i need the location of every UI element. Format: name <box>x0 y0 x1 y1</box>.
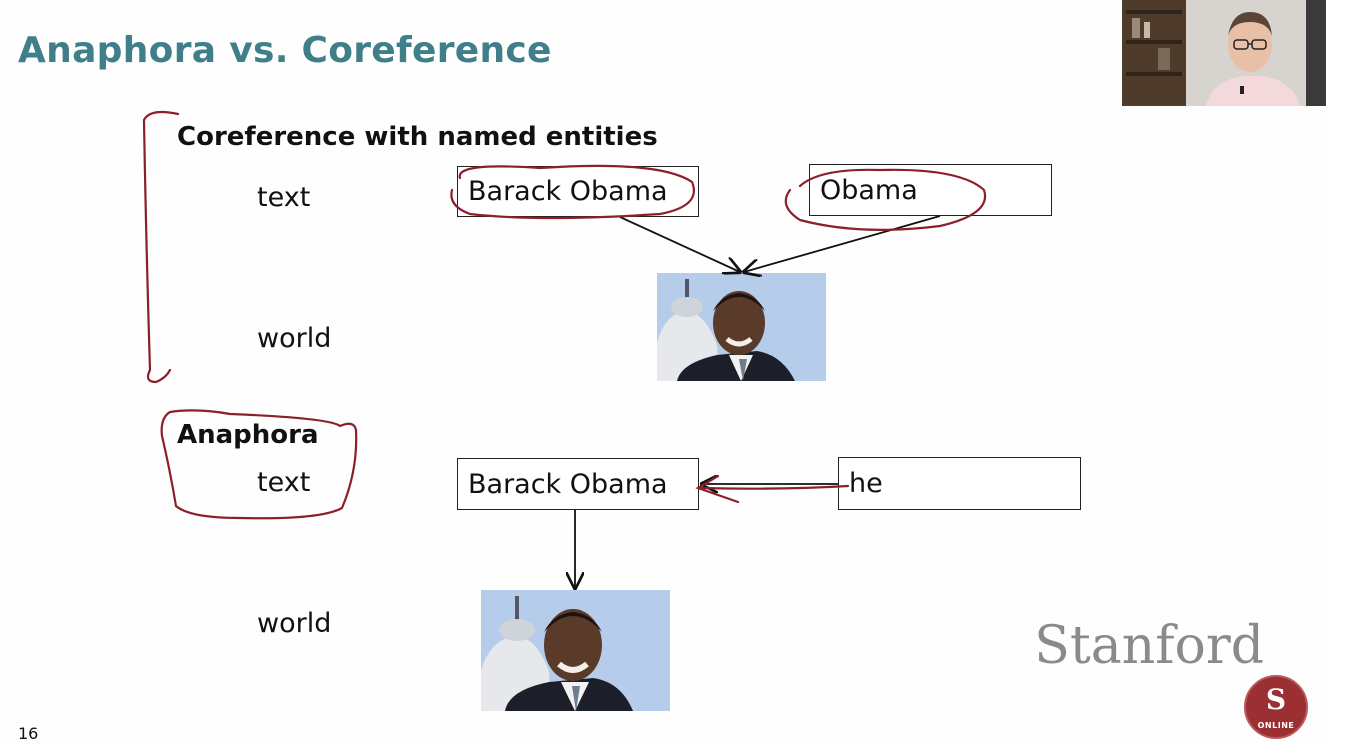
annotation-box-anaphora <box>160 409 358 520</box>
antecedent-text: Barack Obama <box>468 468 668 500</box>
mention-barack-obama-box: Barack Obama <box>457 166 699 217</box>
annotation-arrow-anaphora <box>695 474 850 504</box>
mention-obama-text: Obama <box>820 174 918 206</box>
coreference-heading: Coreference with named entities <box>177 122 658 152</box>
coreference-arrow-left <box>619 216 740 272</box>
seal-letter: S <box>1265 683 1287 716</box>
anaphora-text-label: text <box>257 467 311 498</box>
slide-number: 16 <box>18 724 39 743</box>
coreference-text-label: text <box>257 182 311 213</box>
coreference-world-label: world <box>257 323 332 354</box>
anaphora-heading: Anaphora <box>177 420 319 450</box>
seal-text: ONLINE <box>1257 721 1295 730</box>
anaphora-photo <box>481 590 670 711</box>
annotation-circle-barack-obama <box>450 164 695 220</box>
antecedent-barack-obama-box: Barack Obama <box>457 458 699 510</box>
obama-photo-icon <box>481 590 670 711</box>
anaphora-world-label: world <box>257 608 332 639</box>
mention-barack-obama-text: Barack Obama <box>468 176 668 207</box>
presenter-video-icon <box>1122 0 1326 106</box>
stanford-online-seal-icon: S ONLINE <box>1244 675 1308 739</box>
coreference-arrow-right <box>744 215 941 272</box>
annotation-circle-obama <box>784 168 987 231</box>
presenter-webcam <box>1122 0 1326 106</box>
slide-title: Anaphora vs. Coreference <box>18 30 552 71</box>
annotation-bracket <box>142 110 180 384</box>
obama-photo-icon <box>657 273 826 381</box>
stanford-wordmark: Stanford <box>1034 616 1264 676</box>
coreference-photo <box>657 273 826 381</box>
anaphor-text: he <box>849 468 883 499</box>
anaphor-he-box: he <box>838 457 1081 510</box>
